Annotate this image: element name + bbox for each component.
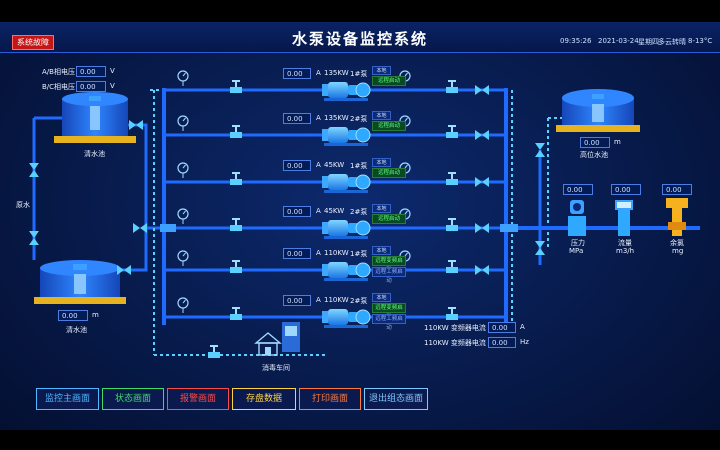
nav-button-2[interactable]: 状态画面	[102, 388, 164, 410]
nav-button-4[interactable]: 存盘数据	[232, 388, 296, 410]
pump-local-button[interactable]: 本地	[372, 111, 391, 120]
inverter-freq-unit: Hz	[520, 338, 529, 346]
pump-remote-start-button[interactable]: 远程启动	[372, 168, 406, 178]
high-tank-label: 高位水池	[580, 151, 608, 159]
pump-current-value: 0.00	[283, 113, 311, 124]
pump-local-button[interactable]: 本地	[372, 66, 391, 75]
pump-local-button[interactable]: 本地	[372, 293, 391, 302]
pump-current-unit: A	[316, 296, 321, 304]
pump-local-button[interactable]: 本地	[372, 204, 391, 213]
clear-water-tank-2	[34, 260, 126, 304]
pump-power-label: 135KW	[324, 69, 349, 77]
bottom-letterbox	[0, 430, 720, 450]
pump-current-unit: A	[316, 114, 321, 122]
pump-remote-start-button[interactable]: 远程启动	[372, 76, 406, 86]
disinfection-building-icon	[254, 322, 300, 356]
clear-tank-2-unit: m	[92, 311, 99, 319]
pump-current-value: 0.00	[283, 206, 311, 217]
disinfection-label: 消毒车间	[262, 364, 290, 372]
pump-current-value: 0.00	[283, 68, 311, 79]
pump-power-label: 45KW	[324, 207, 345, 215]
pump-remote-power-freq-button[interactable]: 远程工频启动	[372, 267, 406, 284]
raw-water-label: 原水	[16, 201, 30, 209]
inverter-current-label: 110KW 变频器电流	[424, 324, 486, 332]
nav-button-5[interactable]: 打印画面	[299, 388, 361, 410]
header-temperature: 8-13°C	[688, 37, 713, 45]
pump-name-label: 2#泵	[350, 208, 368, 216]
inverter-current-value: 0.00	[488, 322, 516, 333]
ab-voltage-unit: V	[110, 67, 115, 75]
pump-current-unit: A	[316, 161, 321, 169]
chlorine-label: 余氯	[670, 239, 684, 247]
bc-voltage-label: B/C相电压	[42, 83, 76, 91]
pump-name-label: 1#泵	[350, 250, 368, 258]
clear-tank-2-level: 0.00	[58, 310, 88, 321]
flow-label: 流量	[618, 239, 632, 247]
inverter-freq-label: 110KW 变频器电流	[424, 339, 486, 347]
header-time: 09:35:26	[560, 37, 592, 45]
pressure-value: 0.00	[563, 184, 593, 195]
pump-name-label: 2#泵	[350, 115, 368, 123]
header-bar	[0, 22, 720, 53]
pump-current-value: 0.00	[283, 295, 311, 306]
pump-current-unit: A	[316, 207, 321, 215]
pump-local-button[interactable]: 本地	[372, 158, 391, 167]
pump-name-label: 1#泵	[350, 162, 368, 170]
pump-current-unit: A	[316, 249, 321, 257]
header-weekday: 星期四	[638, 38, 659, 46]
pump-current-value: 0.00	[283, 160, 311, 171]
bc-voltage-value: 0.00	[76, 81, 106, 92]
pump-remote-power-freq-button[interactable]: 远程工频启动	[372, 314, 406, 331]
page-title: 水泵设备监控系统	[291, 30, 428, 48]
header-date: 2021-03-24	[598, 37, 639, 45]
pump-remote-start-button[interactable]: 远程启动	[372, 214, 406, 224]
pump-power-label: 110KW	[324, 296, 349, 304]
inverter-freq-value: 0.00	[488, 337, 516, 348]
nav-button-1[interactable]: 监控主画面	[36, 388, 99, 410]
pump-rows	[164, 70, 506, 329]
pump-power-label: 110KW	[324, 249, 349, 257]
clear-water-tank-1	[54, 92, 136, 143]
pump-power-label: 45KW	[324, 161, 345, 169]
clear-tank-2-label: 清水池	[66, 326, 87, 334]
top-letterbox	[0, 0, 720, 22]
system-fault-badge[interactable]: 系统故障	[12, 35, 54, 50]
high-level-tank	[556, 89, 640, 132]
pump-current-unit: A	[316, 69, 321, 77]
pressure-meter	[568, 200, 586, 236]
clear-tank-1-label: 清水池	[84, 150, 105, 158]
flow-meter	[615, 200, 633, 236]
chlorine-meter	[666, 198, 688, 236]
ab-voltage-label: A/B相电压	[42, 68, 75, 76]
nav-button-6[interactable]: 退出组态画面	[364, 388, 428, 410]
pump-power-label: 135KW	[324, 114, 349, 122]
header-weather: 多云转晴	[658, 38, 686, 46]
pressure-label: 压力	[571, 239, 585, 247]
pump-remote-start-button[interactable]: 远程启动	[372, 121, 406, 131]
high-tank-unit: m	[614, 138, 621, 146]
ab-voltage-value: 0.00	[76, 66, 106, 77]
flow-value: 0.00	[611, 184, 641, 195]
bc-voltage-unit: V	[110, 82, 115, 90]
inverter-current-unit: A	[520, 323, 525, 331]
chlorine-unit: mg	[672, 247, 684, 255]
pump-current-value: 0.00	[283, 248, 311, 259]
pump-name-label: 2#泵	[350, 297, 368, 305]
pump-local-button[interactable]: 本地	[372, 246, 391, 255]
nav-button-3[interactable]: 报警画面	[167, 388, 229, 410]
pump-name-label: 1#泵	[350, 70, 368, 78]
pressure-unit: MPa	[569, 247, 584, 255]
flow-unit: m3/h	[616, 247, 635, 255]
pump-remote-start-button[interactable]: 远程变频启动	[372, 256, 406, 273]
chlorine-value: 0.00	[662, 184, 692, 195]
pump-remote-start-button[interactable]: 远程变频启动	[372, 303, 406, 320]
high-tank-level: 0.00	[580, 137, 610, 148]
